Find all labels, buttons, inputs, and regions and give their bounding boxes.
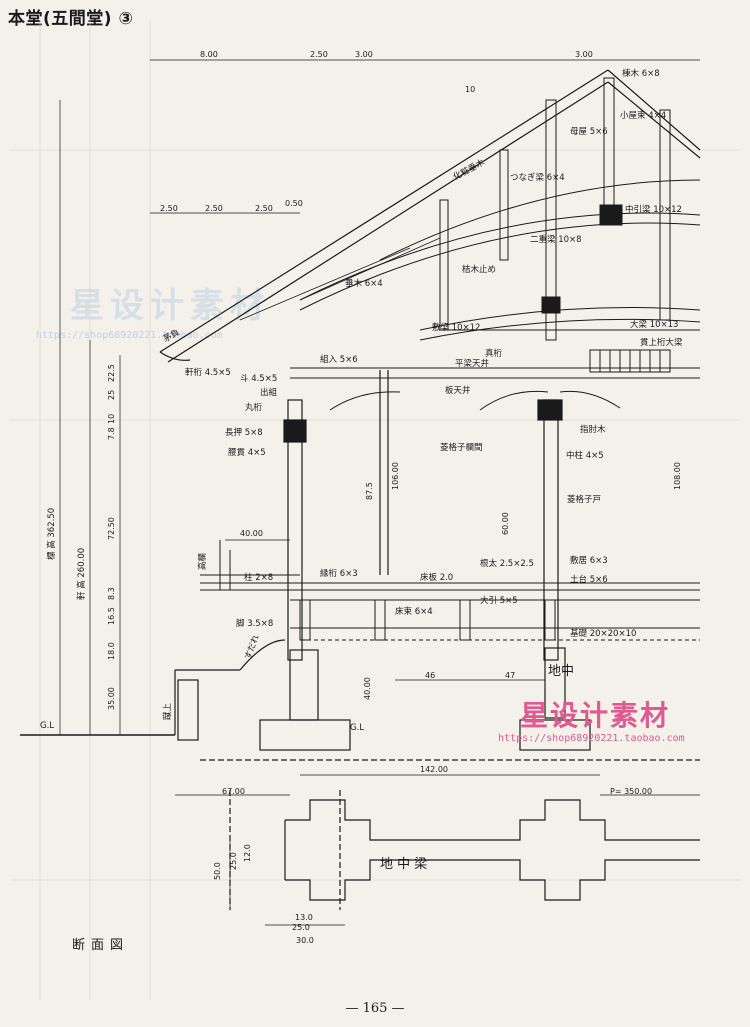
dim-top-250: 2.50: [310, 50, 328, 59]
dim-slope: 10: [465, 85, 475, 94]
label-zogeshi: 貫上桁大梁: [640, 337, 683, 348]
label-gl2: G.L: [350, 723, 364, 733]
label-tsunagibari: つなぎ梁 6×4: [510, 172, 565, 183]
dim-h-6700: 67.00: [222, 787, 245, 796]
dim-h-4000: 40.00: [240, 529, 263, 538]
dim-eave-c: 2.50: [255, 204, 273, 213]
label-shikii: 敷居 6×3: [570, 555, 608, 566]
columns: [283, 370, 563, 661]
label-chichu: 地中: [548, 664, 574, 679]
dim-v-3500: 35.00: [107, 687, 116, 710]
label-hane: 桔木止め: [462, 264, 496, 275]
dim-v-25: 25: [107, 390, 116, 400]
label-nagaoshi: 長押 5×8: [225, 427, 263, 438]
dimension-lines: [59, 59, 700, 926]
dim-top-300b: 3.00: [575, 50, 593, 59]
label-shiken: 菱格子欄間: [440, 442, 483, 453]
dim-f-250b: 25.0: [292, 923, 310, 932]
dim-v-10800: 108.00: [673, 462, 682, 490]
label-taiko: 大引 5×5: [480, 595, 518, 606]
dim-top-800: 8.00: [200, 50, 218, 59]
label-dodai: 土台 5×6: [570, 574, 608, 585]
label-ashikata: 床束 6×4: [395, 606, 433, 617]
dim-v-180: 18.0: [107, 642, 116, 660]
label-enuki: 縁桁 6×3: [320, 568, 358, 579]
roof-truss: [299, 77, 701, 341]
label-noki: 軒桁 4.5×5: [185, 367, 231, 378]
label-kesho: 化粧垂木: [451, 157, 487, 183]
label-hishigoshi: 菱格子戸: [567, 494, 601, 505]
dim-v-165: 16.5: [107, 607, 116, 625]
label-kakutei: 茅負: [161, 327, 181, 345]
dim-v-10: 10: [107, 414, 116, 424]
foundations: [20, 639, 700, 761]
label-nijuhari: 二重梁 10×8: [530, 234, 582, 245]
page-number: — 165 —: [345, 1001, 405, 1016]
label-nakabiki: 中引梁 10×12: [625, 204, 682, 215]
label-nedaita: 根太 2.5×2.5: [480, 558, 534, 569]
dim-v-78: 7.8: [107, 427, 116, 440]
watermark-main: 星设计素材: [520, 699, 671, 732]
label-keta: 丸桁: [245, 402, 263, 413]
label-taruki: 垂木 6×4: [345, 278, 383, 289]
dim-eave-b: 2.50: [205, 204, 223, 213]
label-sashi: 指肘木: [580, 424, 606, 435]
label-kanagu: すだれ: [243, 633, 261, 661]
dim-v-875: 87.5: [365, 482, 374, 500]
watermark-url: https://shop68920221.taobao.com: [498, 733, 685, 744]
dim-v-83: 8.3: [107, 587, 116, 600]
label-kumiire: 組入 5×6: [320, 354, 358, 365]
label-kanamono: 出組: [260, 387, 278, 398]
label-chichu-bar: 地 中 梁: [380, 857, 427, 872]
dim-v-225: 22.5: [107, 364, 116, 382]
dim-h-47: 47: [505, 671, 515, 680]
label-nageshi: 敷梁 10×12: [432, 322, 480, 333]
dim-v-1060: 106.00: [391, 462, 400, 490]
dim-eave-d: 0.50: [285, 199, 303, 208]
dim-f-500: 50.0: [213, 862, 222, 880]
label-koshinuki: 腰貫 4×5: [228, 448, 266, 458]
label-stair: 蹴上: [162, 702, 173, 720]
dim-f-130: 13.0: [295, 913, 313, 922]
label-munagi: 棟木 6×8: [622, 68, 660, 79]
label-hirabari: 平梁天井: [455, 358, 489, 369]
label-gl: G.L: [40, 721, 54, 731]
dim-total-height: 標 高 362.50: [46, 508, 57, 560]
label-sanjuzuka: 小屋束 4×4: [620, 110, 666, 121]
label-kiso: 基礎 20×20×10: [570, 628, 636, 639]
dim-h-46: 46: [425, 671, 435, 680]
floor: [200, 540, 700, 641]
label-ashigi: 脚 3.5×8: [236, 618, 273, 629]
label-yukaita: 床板 2.0: [420, 572, 453, 583]
label-chushin: 中柱 4×5: [566, 450, 604, 461]
label-kouran: 高欄: [197, 553, 208, 570]
label-ohari: 大梁 10×13: [630, 319, 678, 330]
dim-f-250: 25.0: [229, 852, 238, 870]
dim-f-300: 30.0: [296, 936, 314, 945]
label-masugata: 斗 4.5×5: [240, 374, 277, 384]
ceiling: [290, 349, 700, 411]
dim-top-300: 3.00: [355, 50, 373, 59]
dim-v-7250: 72.50: [107, 517, 116, 540]
dim-floor-height: 軒 高 260.00: [76, 548, 87, 600]
watermark-faint-url: https://shop68920221.taobao.com: [36, 330, 223, 341]
section-caption: 断面図: [72, 938, 130, 953]
label-jiuchi: 母屋 5×6: [570, 127, 608, 137]
label-shinbari: 真桁: [485, 348, 503, 359]
page-title: 本堂(五間堂) ③: [8, 9, 134, 29]
dim-eave-a: 2.50: [160, 204, 178, 213]
label-tenjo: 板天井: [445, 385, 471, 396]
dim-h-p350: P= 350.00: [610, 787, 652, 796]
watermark-faint: 星设计素材: [70, 286, 270, 326]
dim-v-4000: 40.00: [363, 677, 372, 700]
dim-v-6000: 60.00: [501, 512, 510, 535]
dim-h-14200: 142.00: [420, 765, 448, 774]
dim-f-120: 12.0: [243, 844, 252, 862]
label-hashira: 柱 2×8: [244, 572, 273, 583]
